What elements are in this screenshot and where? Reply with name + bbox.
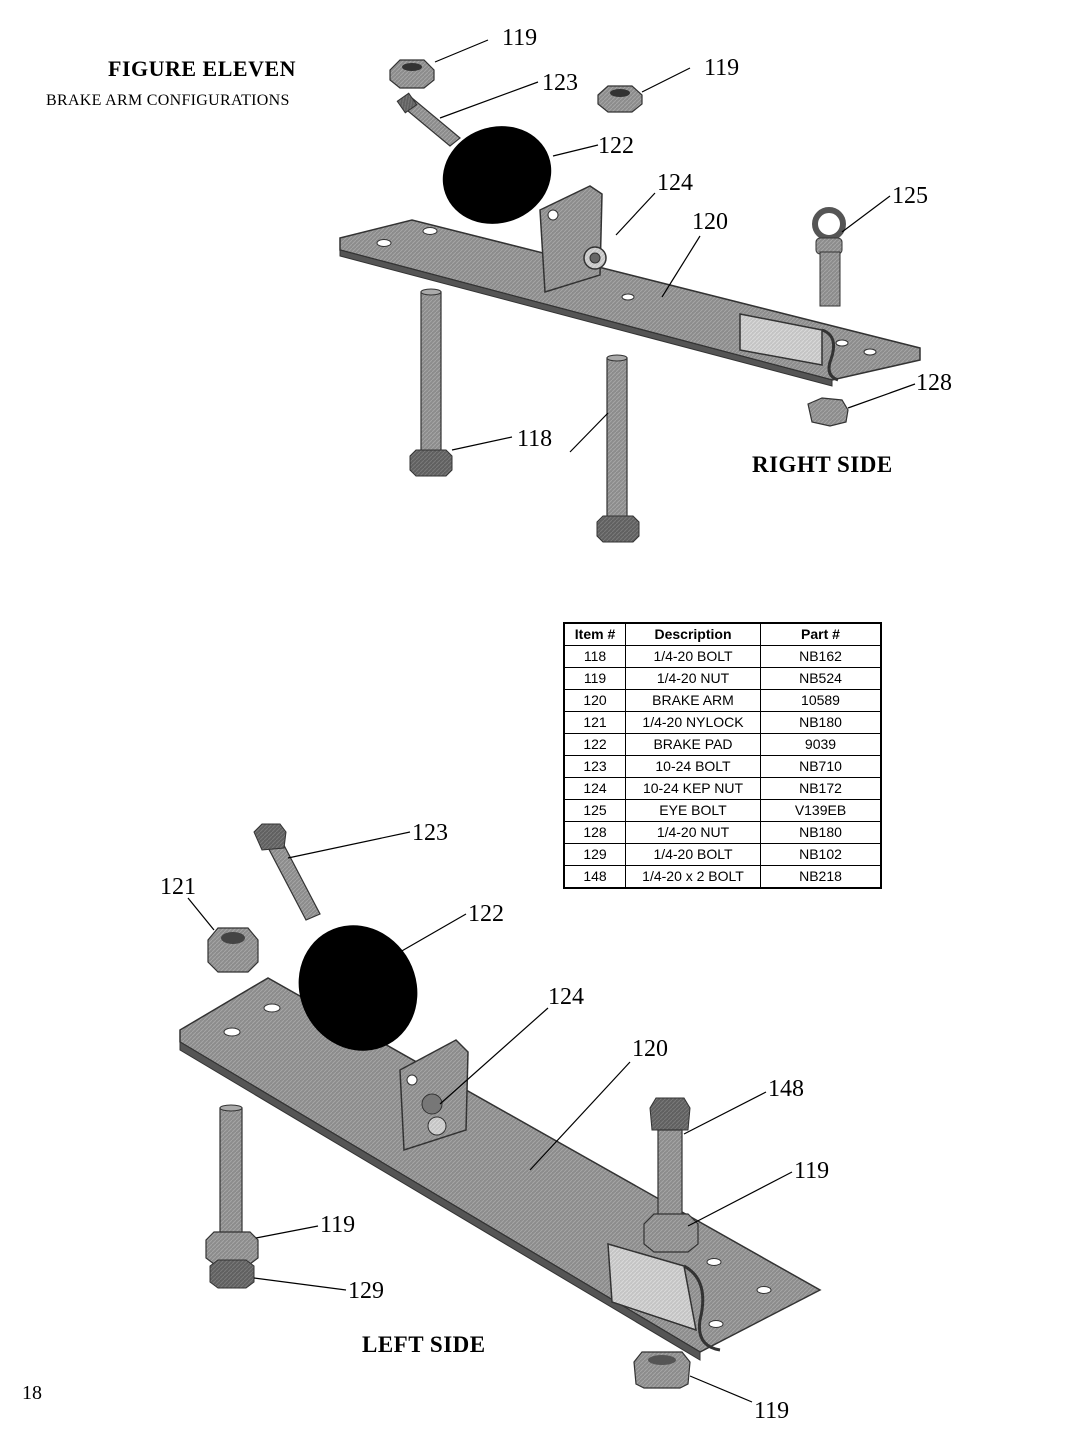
cell-description: 10-24 BOLT <box>625 755 761 778</box>
cell-description: 1/4-20 BOLT <box>625 645 761 668</box>
cell-item: 128 <box>563 821 626 844</box>
left-callout-121: 121 <box>160 874 196 900</box>
cell-description: BRAKE PAD <box>625 733 761 756</box>
right-callout-122: 122 <box>598 133 634 159</box>
left-callout-148: 148 <box>768 1076 804 1102</box>
page-number: 18 <box>22 1382 42 1404</box>
left-side-assembly: 123 121 122 124 120 148 119 119 129 119 <box>160 820 829 1424</box>
left-callout-124: 124 <box>548 984 584 1010</box>
left-brake-arm-120 <box>179 977 822 1361</box>
right-side-label: RIGHT SIDE <box>752 452 893 477</box>
right-callout-125: 125 <box>892 183 928 209</box>
cell-description: 1/4-20 NYLOCK <box>625 711 761 734</box>
left-nut-119-bottom <box>633 1351 691 1389</box>
cell-part: V139EB <box>760 799 882 822</box>
left-leader-lines <box>187 831 793 1403</box>
left-bolt-129 <box>205 1104 259 1289</box>
cell-description: BRAKE ARM <box>625 689 761 712</box>
cell-description: 1/4-20 NUT <box>625 667 761 690</box>
left-kep-nut-124 <box>399 1039 469 1152</box>
right-callout-119-a: 119 <box>502 25 537 51</box>
left-callout-119-b: 119 <box>320 1212 355 1238</box>
cell-part: NB162 <box>760 645 882 668</box>
cell-description: EYE BOLT <box>625 799 761 822</box>
right-kep-nut-124 <box>539 185 607 293</box>
left-nylock-121 <box>207 927 259 973</box>
cell-item: 120 <box>563 689 626 712</box>
header-part: Part # <box>760 622 882 646</box>
cell-item: 118 <box>563 645 626 668</box>
right-bolt-118-a <box>409 288 453 477</box>
cell-description: 1/4-20 BOLT <box>625 843 761 866</box>
right-callout-124: 124 <box>657 170 693 196</box>
right-brake-pad-122 <box>442 126 552 224</box>
right-nut-119-a <box>389 59 435 89</box>
cell-part: NB102 <box>760 843 882 866</box>
cell-item: 119 <box>563 667 626 690</box>
right-side-assembly: 119 123 119 122 124 120 125 128 118 <box>339 25 952 543</box>
right-bolt-123 <box>396 92 461 147</box>
right-callout-118: 118 <box>517 426 552 452</box>
cell-item: 124 <box>563 777 626 800</box>
header-item: Item # <box>563 622 626 646</box>
left-callout-122: 122 <box>468 901 504 927</box>
right-brake-arm-120 <box>339 219 921 387</box>
cell-part: NB218 <box>760 865 882 889</box>
cell-item: 121 <box>563 711 626 734</box>
left-callout-120: 120 <box>632 1036 668 1062</box>
cell-description: 1/4-20 NUT <box>625 821 761 844</box>
right-nut-119-b <box>597 85 643 113</box>
cell-part: NB524 <box>760 667 882 690</box>
left-callout-119-a: 119 <box>794 1158 829 1184</box>
left-bolt-123 <box>253 823 321 921</box>
left-callout-129: 129 <box>348 1278 384 1304</box>
right-eye-bolt-125 <box>812 207 846 307</box>
cell-item: 148 <box>563 865 626 889</box>
right-callout-128: 128 <box>916 370 952 396</box>
cell-item: 129 <box>563 843 626 866</box>
right-callout-123: 123 <box>542 70 578 96</box>
cell-part: NB180 <box>760 821 882 844</box>
left-callout-123: 123 <box>412 820 448 846</box>
left-bolt-148 <box>643 1097 699 1253</box>
cell-part: 9039 <box>760 733 882 756</box>
cell-part: 10589 <box>760 689 882 712</box>
cell-part: NB180 <box>760 711 882 734</box>
cell-item: 123 <box>563 755 626 778</box>
right-leader-lines <box>434 39 916 453</box>
cell-item: 122 <box>563 733 626 756</box>
figure-title: FIGURE ELEVEN <box>108 56 297 81</box>
cell-item: 125 <box>563 799 626 822</box>
right-callout-120: 120 <box>692 209 728 235</box>
left-side-label: LEFT SIDE <box>362 1332 486 1357</box>
right-callout-119-b: 119 <box>704 55 739 81</box>
cell-part: NB710 <box>760 755 882 778</box>
figure-subtitle: BRAKE ARM CONFIGURATIONS <box>46 92 290 109</box>
parts-table-header-row: Item # Description Part # <box>563 622 882 646</box>
right-nut-128 <box>807 397 849 427</box>
cell-description: 1/4-20 x 2 BOLT <box>625 865 761 889</box>
header-description: Description <box>625 622 761 646</box>
right-bolt-118-b <box>596 354 640 543</box>
left-brake-pad-122 <box>298 925 418 1051</box>
left-callout-119-c: 119 <box>754 1398 789 1424</box>
cell-description: 10-24 KEP NUT <box>625 777 761 800</box>
cell-part: NB172 <box>760 777 882 800</box>
